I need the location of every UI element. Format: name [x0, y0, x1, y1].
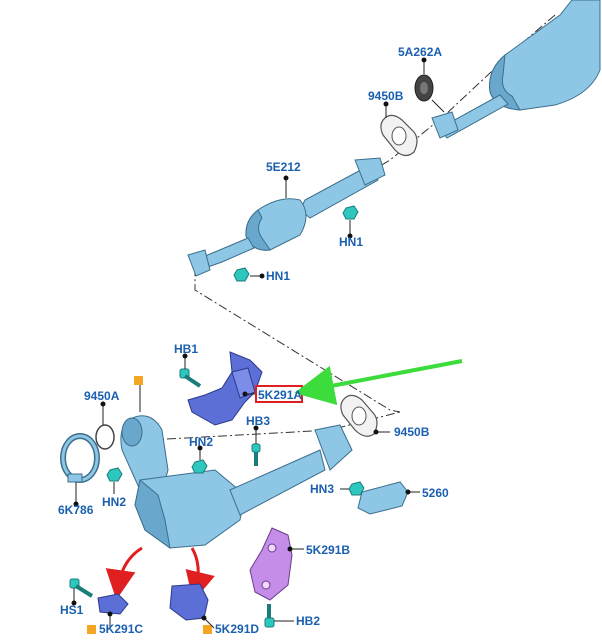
label-hb3: HB3	[246, 414, 270, 428]
label-5e212: 5E212	[266, 160, 301, 174]
label-5a262a: 5A262A	[398, 45, 442, 59]
label-hb1: HB1	[174, 342, 198, 356]
bracket-5k291c	[97, 593, 129, 628]
nut-hn2-right	[191, 445, 208, 474]
catalytic-converter	[120, 385, 353, 550]
label-9450b-lower: 9450B	[394, 425, 430, 439]
label-9450a: 9450A	[84, 389, 120, 403]
bracket-5k291b	[249, 527, 304, 601]
orange-square-marker	[87, 625, 96, 634]
bracket-5k291d	[169, 583, 215, 629]
label-hn2-left: HN2	[102, 495, 126, 509]
orange-square-marker	[203, 625, 212, 634]
rear-muffler	[431, 0, 601, 139]
nut-hn1-lower	[233, 267, 265, 282]
label-hn2-right: HN2	[189, 435, 213, 449]
clamp-6k786	[60, 433, 100, 507]
green-pointer-arrow	[294, 359, 463, 406]
bracket-5k291a	[187, 351, 263, 426]
label-hn1-upper: HN1	[339, 235, 363, 249]
bolt-hb2	[264, 604, 294, 628]
nut-hn2-left	[106, 467, 123, 494]
label-hn3: HN3	[310, 482, 334, 496]
bolt-hb3	[251, 425, 261, 466]
orange-square-marker	[134, 376, 143, 385]
label-5k291a: 5K291A	[258, 388, 302, 402]
label-5k291d: 5K291D	[215, 622, 259, 636]
ring-9450a	[95, 401, 115, 450]
nut-hn1-upper	[342, 205, 359, 239]
label-hn1-lower: HN1	[266, 269, 290, 283]
label-5k291b: 5K291B	[306, 543, 350, 557]
label-5k291c: 5K291C	[99, 622, 143, 636]
rubber-hanger-5a262a	[414, 57, 445, 113]
catalyst-pipe-5e212	[187, 157, 386, 277]
bracket-5260	[357, 481, 420, 515]
label-hb2: HB2	[296, 614, 320, 628]
label-hs1: HS1	[60, 603, 84, 617]
bolt-hb1	[179, 353, 202, 388]
gasket-9450b-upper	[380, 101, 418, 157]
label-6k786: 6K786	[58, 503, 94, 517]
nut-hn3	[340, 481, 365, 496]
red-curved-arrow	[105, 546, 143, 600]
label-5260: 5260	[422, 486, 449, 500]
stud-hs1	[69, 578, 94, 606]
label-9450b-upper: 9450B	[368, 89, 404, 103]
gasket-9450b-lower	[340, 394, 390, 437]
